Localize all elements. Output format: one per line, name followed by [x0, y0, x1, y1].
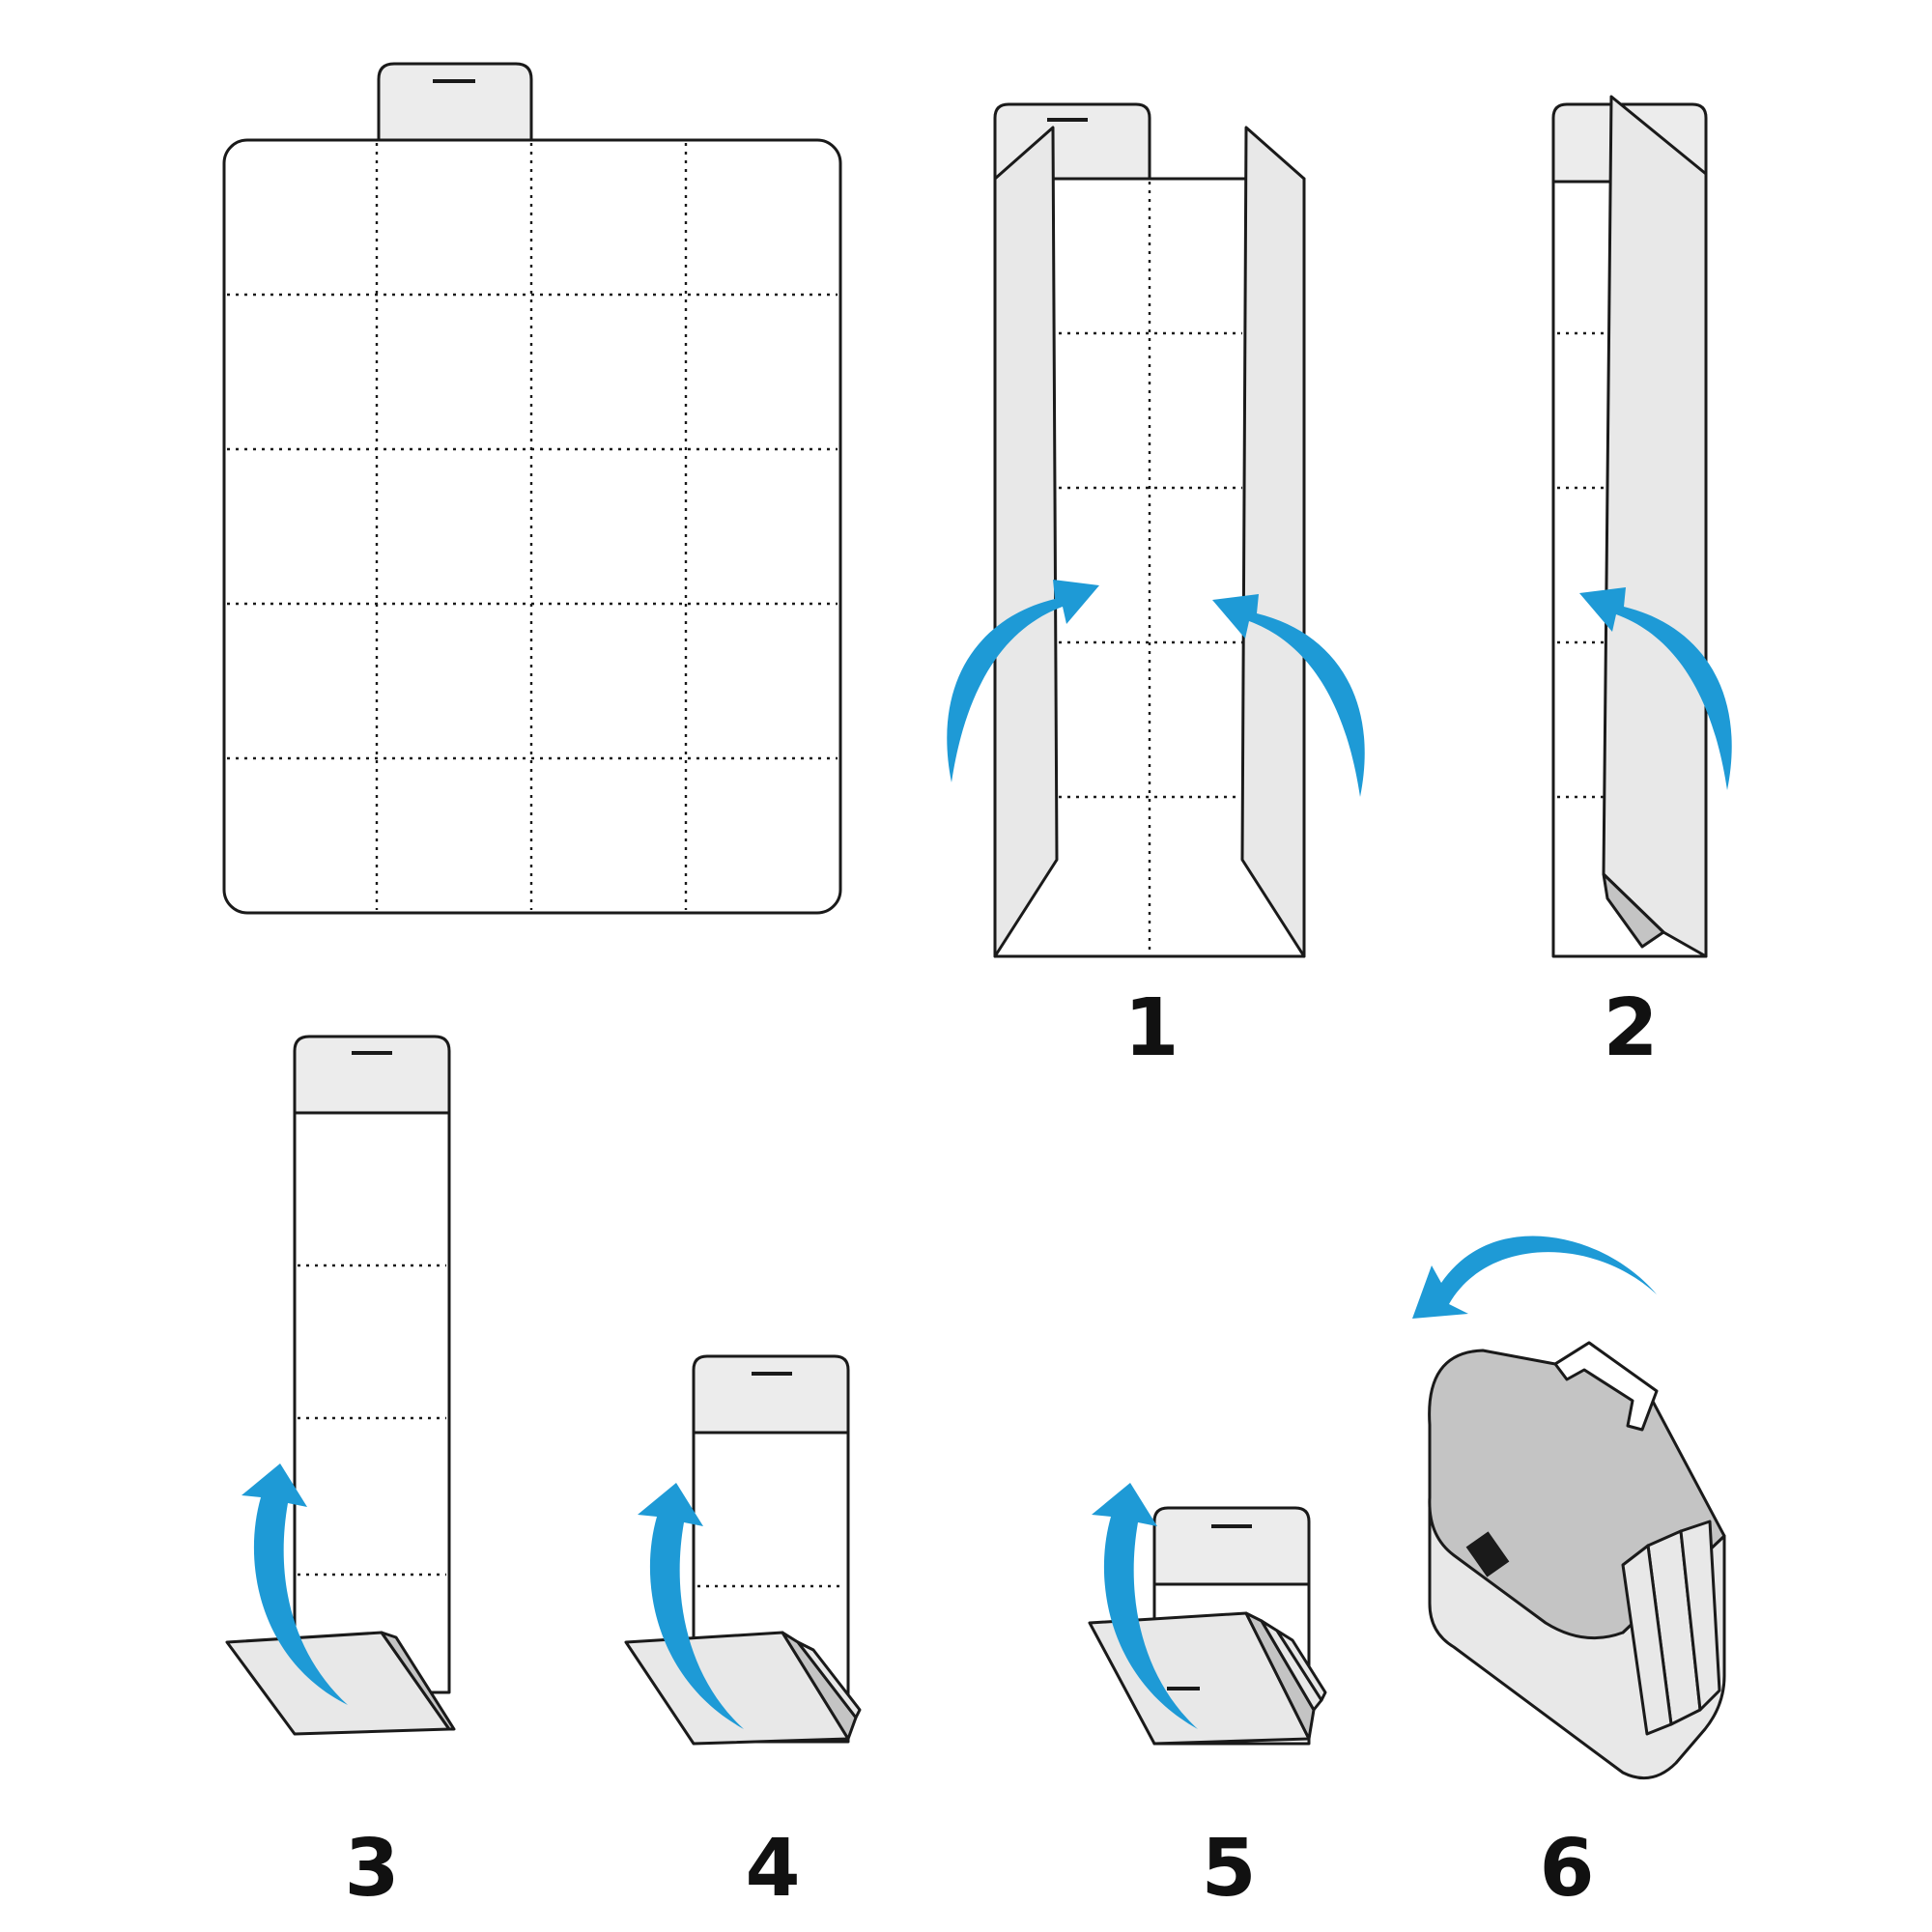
step-5-tab [1152, 1506, 1311, 1586]
step-1-left-flap [993, 126, 1059, 958]
step-4-illustration [624, 1354, 862, 1746]
step-3-number: 3 [344, 1823, 399, 1915]
step-2-arrow [1579, 587, 1732, 790]
step-4-number: 4 [745, 1823, 800, 1915]
step-4-arrow [638, 1483, 744, 1729]
mat-fold-lines [227, 143, 838, 910]
step-2-illustration [1551, 95, 1732, 958]
step-6-arrow [1412, 1236, 1657, 1319]
bag-handle [1553, 1341, 1659, 1432]
bag-layer-2 [1679, 1520, 1721, 1712]
step-4-tab [692, 1354, 850, 1435]
step-1-illustration [947, 102, 1365, 958]
step-3-tab [293, 1035, 451, 1115]
mat-tab [377, 62, 533, 142]
step-1-number: 1 [1123, 982, 1179, 1074]
step-1-right-flap [1240, 126, 1306, 958]
step-6-number: 6 [1539, 1823, 1594, 1915]
step-5-number: 5 [1201, 1823, 1256, 1915]
step-2-folded-flap [1602, 95, 1708, 958]
step-3-fold-edge [380, 1631, 456, 1731]
step-4-fold-layer-2 [796, 1640, 862, 1719]
step-2-number: 2 [1603, 982, 1658, 1074]
step-5-illustration [1088, 1483, 1327, 1746]
step-1-left-arrow [947, 580, 1099, 782]
step-1-fold-lines [1059, 182, 1242, 954]
step-3-illustration [225, 1035, 456, 1736]
step-6-illustration [1412, 1236, 1726, 1780]
step-5-arrow [1092, 1483, 1198, 1729]
bag-clasp [1465, 1531, 1510, 1577]
step-1-right-arrow [1212, 594, 1365, 797]
step-3-fold-lines [298, 1264, 446, 1577]
step-3-arrow [242, 1463, 348, 1705]
step-5-fold-layer-3 [1275, 1629, 1327, 1702]
step-2-flap-edge [1602, 872, 1665, 949]
unfolded-mat [222, 62, 842, 915]
bag-layer-3 [1621, 1544, 1673, 1736]
step-3-strip [293, 1111, 451, 1694]
